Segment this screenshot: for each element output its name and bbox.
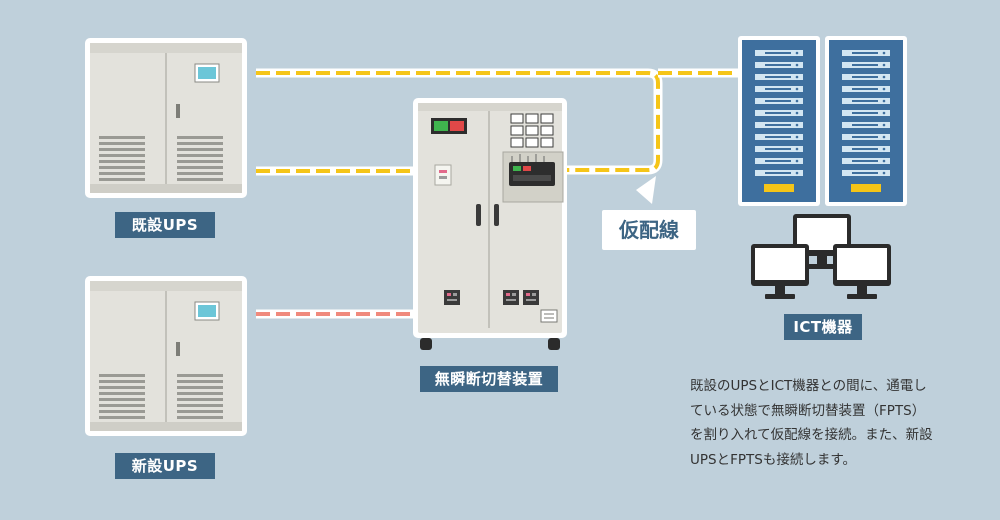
- description-line: 既設のUPSとICT機器との間に、通電し: [690, 378, 927, 394]
- fpts-cabinet: [413, 98, 567, 350]
- description-line: を割り入れて仮配線を接続。また、新設: [690, 427, 933, 443]
- description-line: UPSとFPTSも接続します。: [690, 451, 856, 468]
- description-text: 既設のUPSとICT機器との間に、通電し ている状態で無瞬断切替装置（FPTS）…: [690, 374, 990, 472]
- monitor-right: [833, 244, 891, 299]
- temp-wire-top: [256, 68, 738, 175]
- new-ups-label: 新設UPS: [115, 453, 215, 479]
- monitor-left: [751, 244, 809, 299]
- new-ups-cabinet: [85, 276, 247, 436]
- callout-pointer: [636, 176, 656, 204]
- description-line: ている状態で無瞬断切替装置（FPTS）: [690, 402, 926, 419]
- server-rack-right: [825, 36, 907, 206]
- existing-ups-cabinet: [85, 38, 247, 198]
- ict-label: ICT機器: [784, 314, 862, 340]
- fpts-label: 無瞬断切替装置: [420, 366, 558, 392]
- temp-wiring-callout: 仮配線: [602, 210, 696, 250]
- existing-ups-label: 既設UPS: [115, 212, 215, 238]
- server-rack-left: [738, 36, 820, 206]
